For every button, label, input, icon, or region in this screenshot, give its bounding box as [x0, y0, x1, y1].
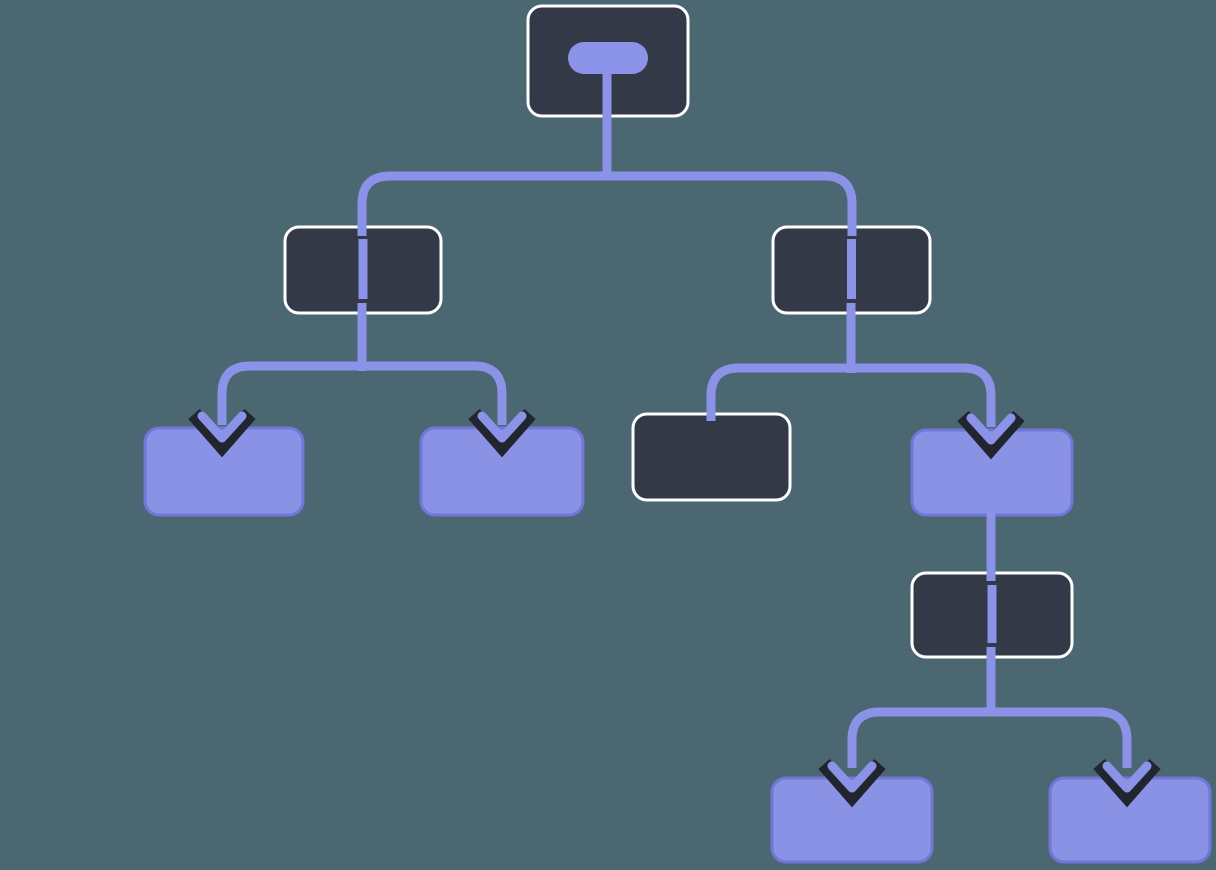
tree-node-leaf-left-2[interactable] — [419, 426, 585, 517]
tree-node-bottom-left[interactable] — [770, 776, 934, 864]
chevron-down-purple-icon — [197, 411, 247, 443]
pass-through-icon — [847, 239, 856, 299]
chevron-down-dark-icon — [188, 409, 256, 458]
tree-node-child-dark[interactable] — [631, 412, 792, 502]
root-pill-icon — [568, 42, 648, 74]
connector-left-branch — [217, 361, 507, 425]
connector-right-branch — [706, 363, 996, 427]
chevron-down-dark-icon — [818, 759, 886, 808]
tree-node-bottom-right[interactable] — [1048, 776, 1212, 864]
connector-top-branch — [357, 171, 857, 236]
pass-through-icon — [358, 239, 368, 299]
chevron-down-purple-icon — [477, 411, 527, 443]
connector-bottom-branch — [847, 707, 1132, 768]
pass-through-icon — [987, 585, 997, 643]
chevron-down-purple-icon — [966, 413, 1016, 445]
chevron-down-purple-icon — [827, 761, 877, 793]
chevron-down-purple-icon — [1102, 761, 1152, 793]
chevron-down-dark-icon — [468, 409, 536, 458]
tree-node-leaf-left-1[interactable] — [143, 426, 305, 517]
chevron-down-dark-icon — [957, 411, 1025, 460]
chevron-down-dark-icon — [1093, 759, 1161, 808]
